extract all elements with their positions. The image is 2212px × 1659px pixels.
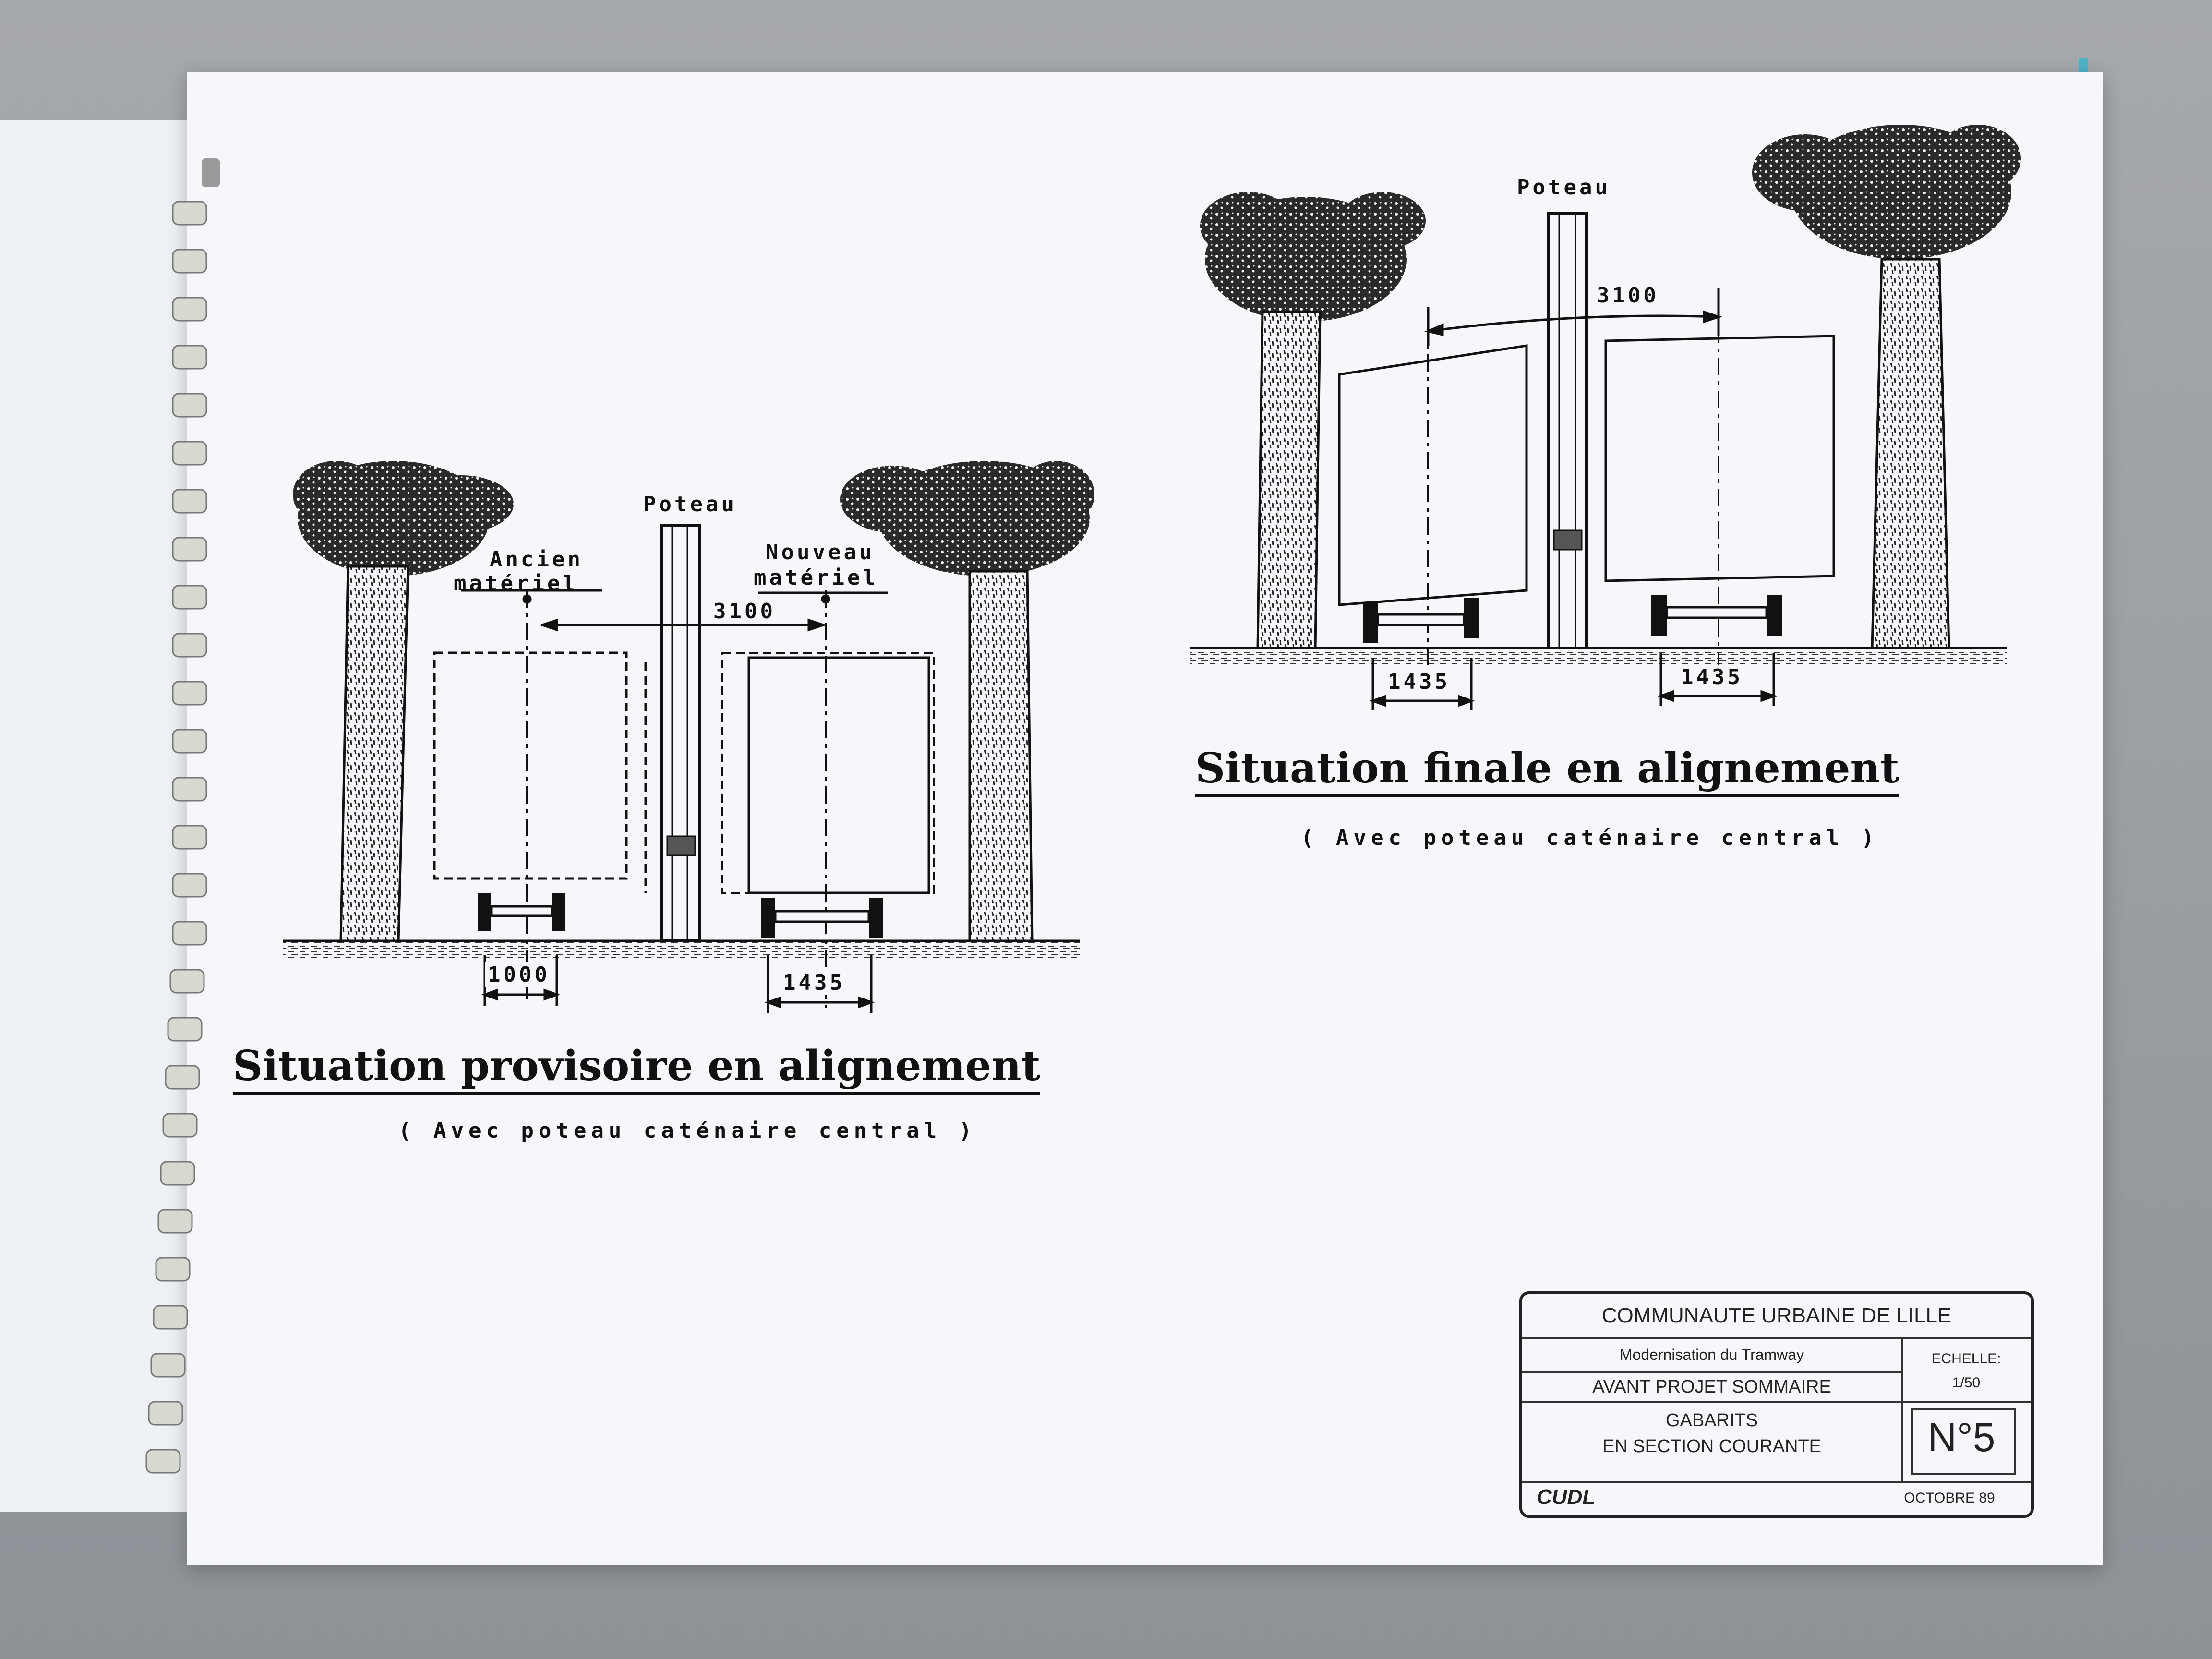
tree-icon — [1752, 125, 2021, 649]
dimension-1435-right — [1657, 653, 1778, 706]
tree-icon — [293, 461, 514, 942]
tree-icon — [840, 461, 1094, 942]
catenary-pole — [660, 524, 701, 942]
wheelset-icon — [1651, 595, 1782, 636]
catenary-pole — [1547, 212, 1588, 649]
left-drawing — [283, 461, 1094, 1013]
scale-label: ECHELLE: — [1931, 1351, 2001, 1367]
old-material-label-1: Ancien — [490, 547, 583, 572]
left-drawing-subtitle: ( Avec poteau caténaire central ) — [398, 1118, 977, 1143]
vehicle-gauge-left — [1338, 322, 1528, 672]
right-drawing-subtitle: ( Avec poteau caténaire central ) — [1301, 826, 1879, 850]
project-phase: AVANT PROJET SOMMAIRE — [1592, 1377, 1831, 1397]
dimension-1435-label: 1435 — [780, 971, 848, 995]
dimension-1435-left-label: 1435 — [1385, 670, 1453, 694]
project-name: Modernisation du Tramway — [1619, 1346, 1804, 1363]
drawing-subject-1: GABARITS — [1665, 1410, 1758, 1431]
dimension-1435 — [764, 955, 875, 1013]
pole-label: Poteau — [1517, 175, 1611, 200]
dimension-3100-label: 3100 — [1594, 283, 1662, 308]
new-vehicle-gauge — [721, 590, 935, 1008]
ground-right — [1190, 648, 2007, 665]
old-material-label-2: matériel — [454, 571, 578, 596]
dimension-1435-right-label: 1435 — [1678, 665, 1746, 689]
dimension-3100 — [1424, 288, 1722, 346]
pole-label: Poteau — [643, 492, 737, 517]
drawing-date: OCTOBRE 89 — [1904, 1490, 1995, 1506]
dimension-1000-label: 1000 — [485, 962, 553, 987]
new-material-label-1: Nouveau — [766, 540, 875, 565]
tree-icon — [1200, 192, 1426, 649]
dimension-3100-label: 3100 — [710, 599, 779, 624]
authority-name: COMMUNAUTE URBAINE DE LILLE — [1601, 1304, 1952, 1327]
drawing-number: N°5 — [1927, 1415, 1996, 1460]
right-drawing — [1190, 125, 2021, 710]
ground-left — [283, 941, 1080, 959]
wheelset-icon — [478, 893, 565, 931]
spiral-binding — [145, 158, 220, 1474]
old-vehicle-gauge — [433, 589, 647, 1003]
left-drawing-title: Situation provisoire en alignement — [233, 1042, 1041, 1095]
wheelset-icon — [761, 898, 883, 938]
dimension-1435-left — [1369, 658, 1475, 710]
new-material-label-2: matériel — [754, 565, 878, 590]
wheelset-icon — [1363, 598, 1479, 643]
cudl-logo: CUDL — [1537, 1485, 1596, 1509]
scale-value: 1/50 — [1952, 1375, 1981, 1391]
drawing-subject-2: EN SECTION COURANTE — [1602, 1436, 1822, 1456]
dimension-3100 — [539, 618, 827, 632]
title-block: COMMUNAUTE URBAINE DE LILLE Modernisatio… — [1519, 1291, 2034, 1518]
vehicle-gauge-right — [1604, 293, 1835, 672]
right-drawing-title: Situation finale en alignement — [1195, 744, 1899, 797]
